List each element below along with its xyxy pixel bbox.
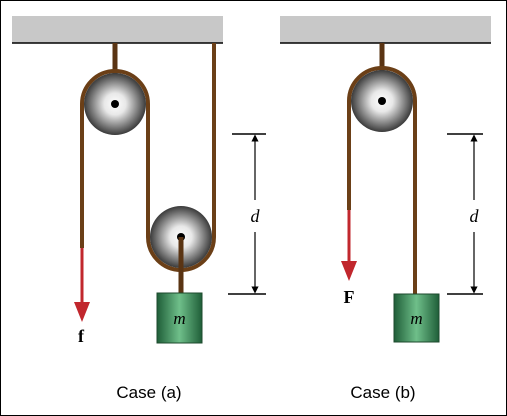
case-a-mass-label: m xyxy=(173,309,185,328)
case-b-mass-label: m xyxy=(410,309,422,328)
case-a-force-label: f xyxy=(78,326,85,346)
case-b-force-label: F xyxy=(344,287,355,307)
case-b-distance-label: d xyxy=(470,206,480,226)
case-a-force-arrowhead xyxy=(74,302,90,322)
case-b-pulley-axle xyxy=(378,97,386,105)
case-b-group: m F d Case (b) xyxy=(280,16,491,402)
case-a-ceiling xyxy=(12,16,223,43)
case-b-ceiling xyxy=(280,16,491,43)
case-a-caption: Case (a) xyxy=(116,383,181,402)
case-a-mass-block xyxy=(156,292,203,344)
case-b-force-arrowhead xyxy=(341,261,357,281)
case-a-distance-label: d xyxy=(251,206,261,226)
case-a-rope-over-fixed-pulley xyxy=(80,69,150,248)
case-b-mass-block xyxy=(393,293,440,343)
case-b-rope-over-pulley xyxy=(347,66,417,294)
case-a-group: m f d Case (a) xyxy=(12,16,266,402)
case-a-fixed-pulley-axle xyxy=(111,100,119,108)
case-b-caption: Case (b) xyxy=(350,383,415,402)
